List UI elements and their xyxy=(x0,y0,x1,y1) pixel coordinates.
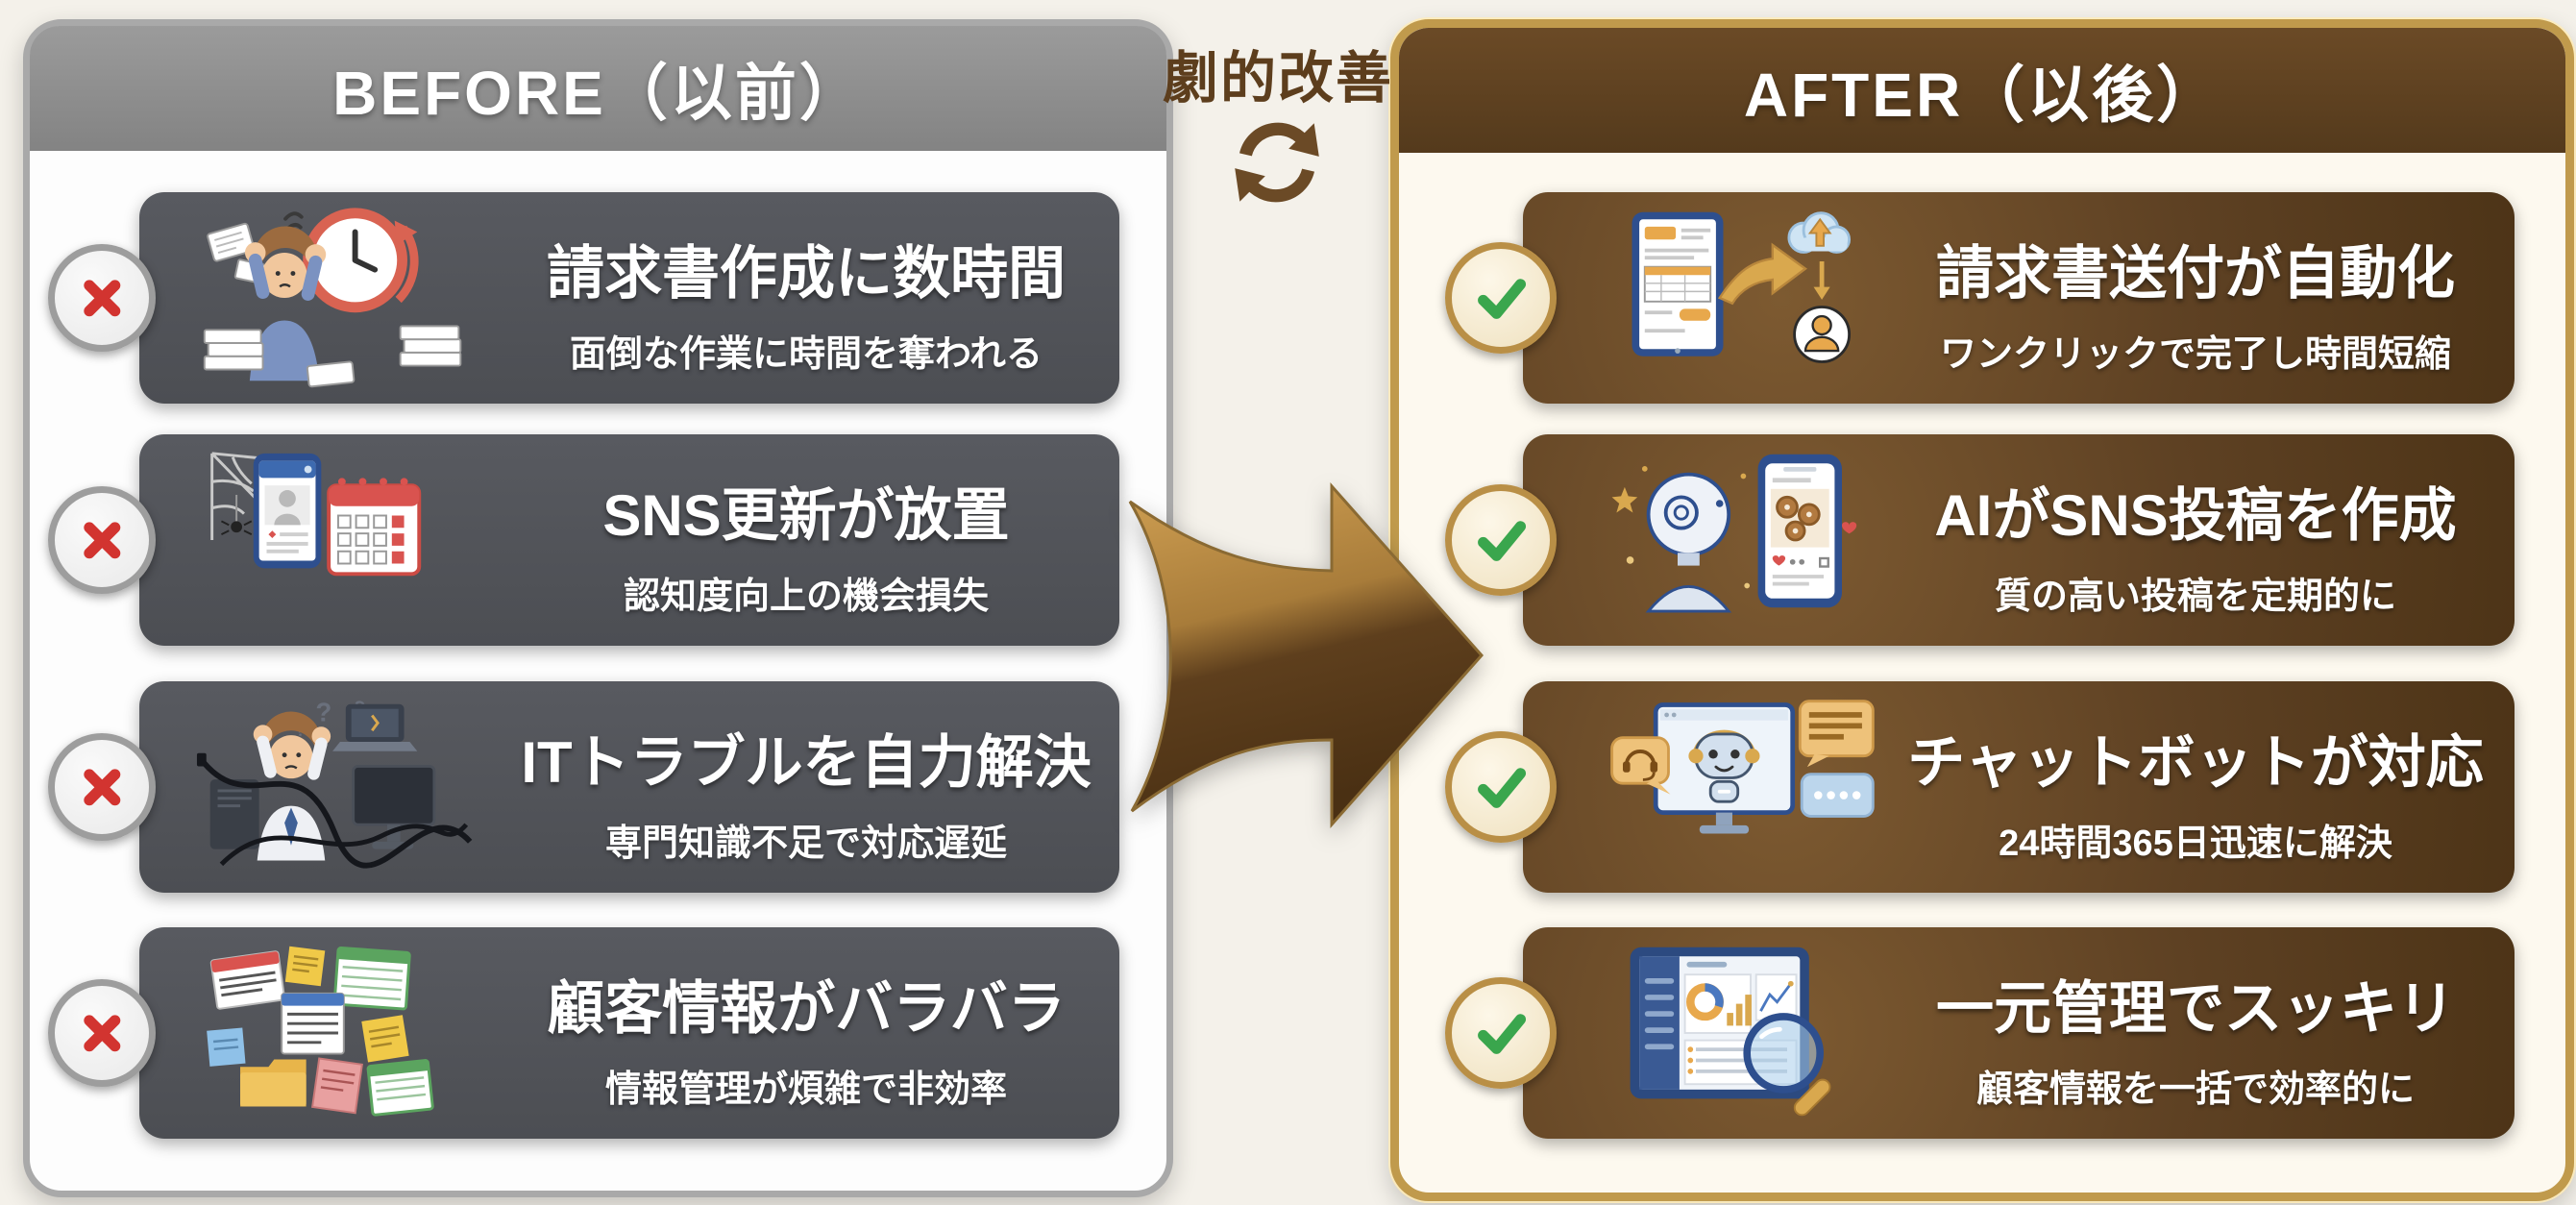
before-card-title: 顧客情報がバラバラ xyxy=(547,976,1066,1041)
cross-icon xyxy=(48,486,156,594)
after-card-title: AIがSNS投稿を作成 xyxy=(1934,483,2457,548)
after-card-title: 一元管理でスッキリ xyxy=(1936,976,2455,1041)
after-card-subtitle: ワンクリックで完了し時間短縮 xyxy=(1939,334,2451,375)
after-card-invoice-automation: 請求書送付が自動化 ワンクリックで完了し時間短縮 xyxy=(1523,192,2515,404)
after-card-subtitle: 質の高い投稿を定期的に xyxy=(1994,577,2396,617)
transform-arrow-icon xyxy=(1120,432,1503,844)
chatbot-support-illustration xyxy=(1605,693,1878,881)
after-card-title: チャットボットが対応 xyxy=(1907,730,2484,795)
before-card-subtitle: 面倒な作業に時間を奪われる xyxy=(569,334,1043,375)
before-card-title: SNS更新が放置 xyxy=(602,483,1010,548)
before-card-subtitle: 認知度向上の機会損失 xyxy=(623,577,989,617)
after-card-ai-sns: AIがSNS投稿を作成 質の高い投稿を定期的に xyxy=(1523,434,2515,646)
check-icon xyxy=(1445,731,1557,843)
before-header: BEFORE（以前） xyxy=(30,26,1166,151)
stressed-worker-clock-illustration xyxy=(168,204,504,392)
improvement-label: 劇的改善 xyxy=(1162,47,1393,110)
after-card-subtitle: 顧客情報を一括で効率的に xyxy=(1975,1070,2415,1110)
after-header: AFTER（以後） xyxy=(1399,28,2565,153)
check-icon xyxy=(1445,977,1557,1089)
before-card-it-trouble: ? ? ? xyxy=(139,681,1119,893)
cobweb-phone-calendar-illustration xyxy=(168,446,504,634)
cross-icon xyxy=(48,244,156,352)
cycle-arrows-icon xyxy=(1222,108,1332,217)
invoice-automation-illustration xyxy=(1605,204,1878,392)
before-card-subtitle: 専門知識不足で対応遅延 xyxy=(604,824,1007,864)
before-card-title: 請求書作成に数時間 xyxy=(547,241,1066,306)
cross-icon xyxy=(48,733,156,841)
check-icon xyxy=(1445,242,1557,354)
after-card-subtitle: 24時間365日迅速に解決 xyxy=(1999,824,2392,864)
svg-text:?: ? xyxy=(315,697,331,726)
tangled-cables-worker-illustration: ? ? ? xyxy=(168,693,504,881)
after-card-centralized: 一元管理でスッキリ 顧客情報を一括で効率的に xyxy=(1523,927,2515,1139)
before-card-invoice: 請求書作成に数時間 面倒な作業に時間を奪われる xyxy=(139,192,1119,404)
after-card-chatbot: チャットボットが対応 24時間365日迅速に解決 xyxy=(1523,681,2515,893)
before-card-subtitle: 情報管理が煩雑で非効率 xyxy=(604,1070,1007,1110)
before-card-scattered-info: 顧客情報がバラバラ 情報管理が煩雑で非効率 xyxy=(139,927,1119,1139)
check-icon xyxy=(1445,484,1557,596)
dashboard-management-illustration xyxy=(1605,939,1878,1127)
after-card-title: 請求書送付が自動化 xyxy=(1936,241,2455,306)
before-card-title: ITトラブルを自力解決 xyxy=(521,730,1092,795)
scattered-documents-illustration xyxy=(168,939,504,1127)
before-card-sns: SNS更新が放置 認知度向上の機会損失 xyxy=(139,434,1119,646)
ai-sns-post-illustration xyxy=(1605,446,1878,634)
cross-icon xyxy=(48,979,156,1087)
